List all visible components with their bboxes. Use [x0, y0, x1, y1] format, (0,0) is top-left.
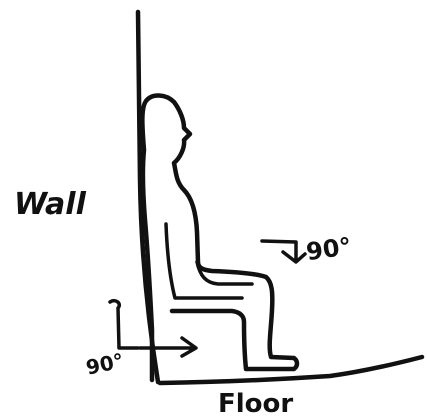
- floor-label: Floor: [218, 389, 293, 419]
- arm-line: [195, 260, 254, 286]
- wall-line: [135, 9, 161, 385]
- knee-angle-arrow: [260, 239, 307, 264]
- knee-angle-label: 90°: [304, 232, 353, 266]
- torso-inner-line: [164, 222, 244, 300]
- floor-line: [157, 354, 425, 386]
- hip-angle-bracket: [108, 298, 140, 350]
- person-outline: [140, 93, 300, 383]
- hip-angle-arrow: [138, 336, 198, 358]
- wall-label: Wall: [14, 187, 87, 222]
- hip-angle-label: 90°: [84, 348, 126, 379]
- knee-angle-marker: 90°: [260, 232, 353, 266]
